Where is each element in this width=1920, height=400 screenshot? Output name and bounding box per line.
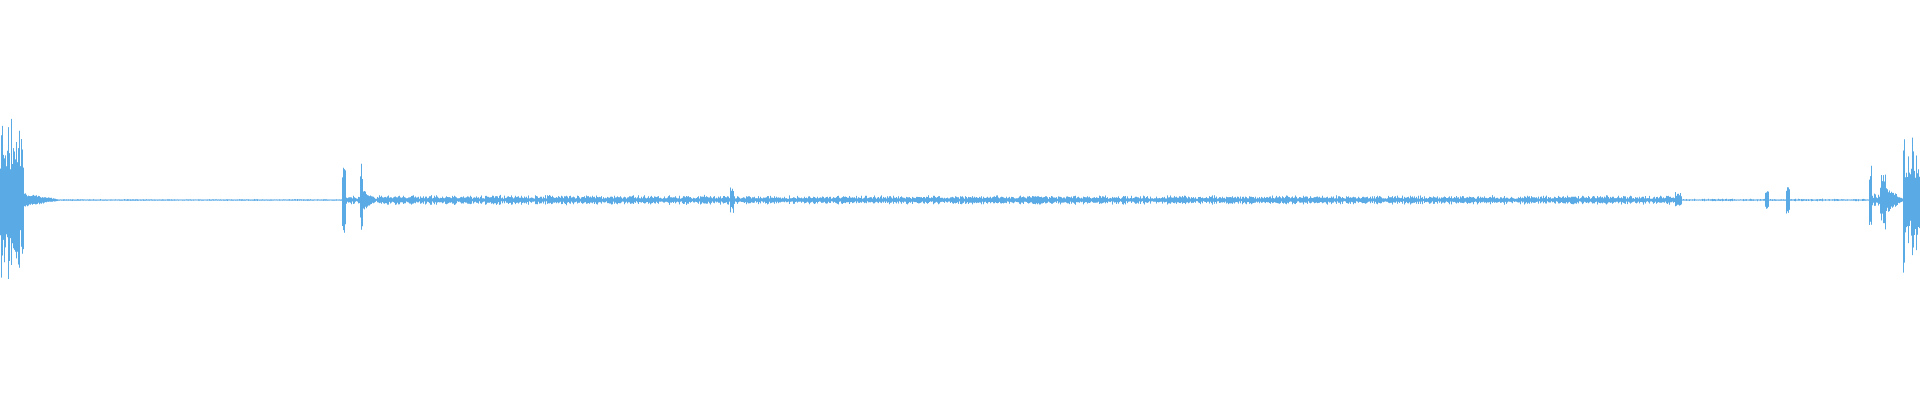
waveform-path — [0, 118, 1920, 279]
waveform-bars — [0, 118, 1920, 279]
